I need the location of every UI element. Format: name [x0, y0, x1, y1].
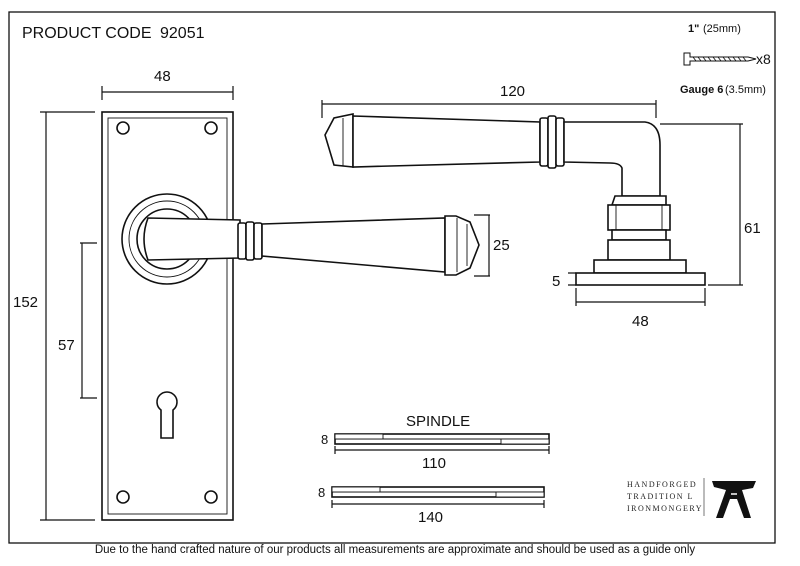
screw-hole-bottom-left — [116, 490, 130, 504]
spindle-title: SPINDLE — [406, 413, 470, 430]
screw-length-label: 1" — [688, 23, 699, 35]
spindle-long-size: 8 — [318, 485, 325, 500]
screw-length-metric: (25mm) — [703, 23, 741, 35]
dim-keyhole-centre: 57 — [58, 337, 75, 354]
dim-plate-width: 48 — [154, 68, 171, 85]
drawing-frame — [8, 11, 776, 544]
footer-disclaimer: Due to the hand crafted nature of our pr… — [95, 544, 696, 556]
screw-hole-top-left — [116, 121, 130, 135]
screw-hole-bottom-right — [204, 490, 218, 504]
screw-gauge-label: Gauge 6 — [680, 84, 723, 96]
dim-projection: 61 — [744, 220, 761, 237]
backplate — [101, 111, 234, 521]
product-code-value: 92051 — [160, 25, 205, 42]
dimension-lines — [40, 86, 743, 521]
screw-gauge-metric: (3.5mm) — [725, 84, 766, 96]
brand-line-3: IRONMONGERY — [627, 504, 703, 513]
brand-line-2: TRADITION L — [627, 492, 694, 501]
spindle-long-length: 140 — [418, 509, 443, 526]
dim-rose-thickness: 5 — [552, 273, 560, 290]
screw-icon — [683, 52, 757, 66]
front-lever — [143, 215, 480, 276]
dim-plate-height: 152 — [13, 294, 38, 311]
spindle-long — [331, 486, 545, 508]
side-view-lever — [324, 113, 706, 286]
screw-info: 1" (25mm) x8 Gauge 6 (3.5mm) — [680, 23, 771, 96]
anvil-logo-icon — [712, 481, 756, 518]
keyhole — [156, 391, 178, 439]
spindle-short-length: 110 — [422, 455, 446, 472]
spindle-short — [334, 433, 550, 454]
screw-quantity: x8 — [756, 51, 771, 67]
dim-lever-height: 25 — [493, 237, 510, 254]
product-code-label: PRODUCT CODE — [22, 25, 152, 42]
brand-line-1: HANDFORGED — [627, 480, 697, 489]
screw-hole-top-right — [204, 121, 218, 135]
dim-lever-length: 120 — [500, 83, 525, 100]
spindle-short-size: 8 — [321, 432, 328, 447]
dim-rose-width: 48 — [632, 313, 649, 330]
